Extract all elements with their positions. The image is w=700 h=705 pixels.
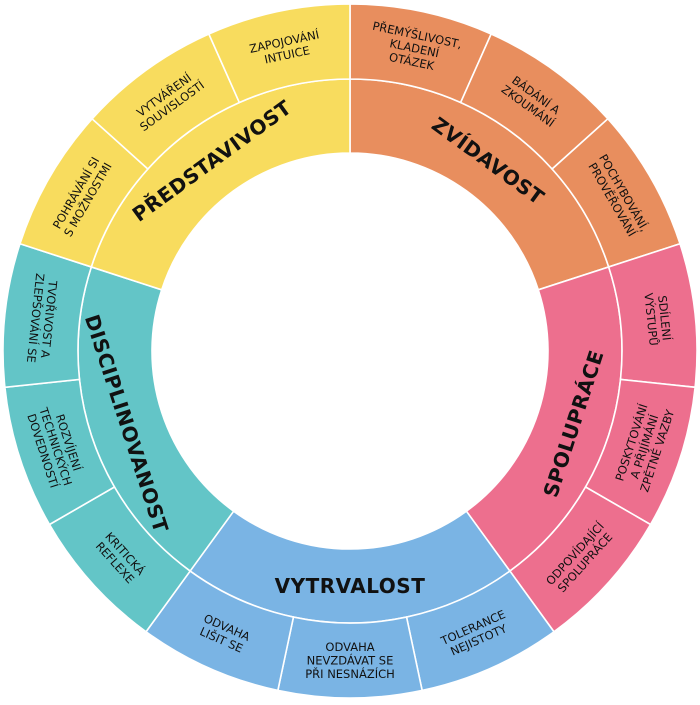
- category-zvidavost: ZVÍDAVOSTPŘEMÝŠLIVOST,KLADENÍOTÁZEKBÁDÁN…: [349, 3, 682, 291]
- sub-label-line: PŘI NESNÁZÍCH: [305, 666, 395, 681]
- sub-label: SDÍLENÍVÝSTUPŮ: [641, 291, 675, 347]
- sub-label-line: NEVZDÁVAT SE: [307, 653, 394, 668]
- sub-label-line: SDÍLENÍ: [655, 295, 675, 342]
- center-hole: [152, 153, 548, 549]
- sub-label-line: ODVAHA: [325, 640, 374, 654]
- category-label: VYTRVALOST: [275, 574, 426, 598]
- category-disciplinovanost: DISCIPLINOVANOSTKRITICKÁREFLEXEROZVÍJENÍ…: [2, 242, 235, 633]
- sub-label-line: VÝSTUPŮ: [641, 292, 661, 346]
- sub-segment: [207, 3, 351, 104]
